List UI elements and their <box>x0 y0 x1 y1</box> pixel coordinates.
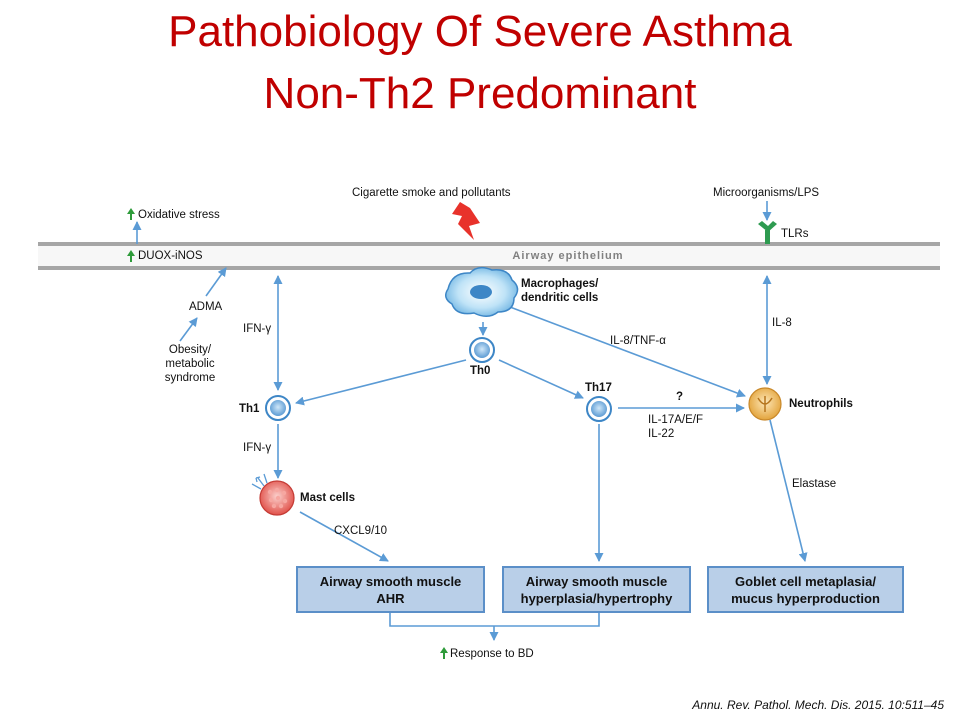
mast-cell-icon <box>251 473 295 516</box>
th17-label: Th17 <box>585 382 612 394</box>
elastase-label: Elastase <box>792 478 837 490</box>
outcome-box-hyperplasia: Airway smooth muscle hyperplasia/hypertr… <box>502 566 691 613</box>
question-mark-label: ? <box>676 391 684 403</box>
outcome-box-goblet: Goblet cell metaplasia/ mucus hyperprodu… <box>707 566 904 613</box>
outcome-goblet-line1: Goblet cell metaplasia/ <box>735 573 876 589</box>
obesity-line2: metabolic <box>165 358 215 370</box>
response-to-bd-label: Response to BD <box>450 648 534 660</box>
mast-cells-label: Mast cells <box>300 492 355 504</box>
il8-tnf-label: IL-8/TNF-α <box>610 335 666 347</box>
il17-label: IL-17A/E/F <box>648 414 703 426</box>
macrophages-line1: Macrophages/ <box>521 278 599 290</box>
duox-inos-label: DUOX-iNOS <box>138 250 203 262</box>
outcome-hyperplasia-line1: Airway smooth muscle <box>525 573 668 589</box>
outcome-box-ahr: Airway smooth muscle AHR <box>296 566 485 613</box>
cxcl-label: CXCL9/10 <box>334 525 388 537</box>
th1-cell-icon <box>265 395 291 421</box>
neutrophils-label: Neutrophils <box>789 398 853 410</box>
arrow-mast-asm <box>299 511 389 562</box>
obesity-line3: syndrome <box>164 372 216 384</box>
arrow-obesity-adma <box>179 317 198 342</box>
th0-label: Th0 <box>470 365 491 377</box>
epithelium-label: Airway epithelium <box>512 250 623 262</box>
obesity-line1: Obesity/ <box>168 344 212 356</box>
adma-label: ADMA <box>189 301 223 313</box>
ifn-gamma-bottom-label: IFN-γ <box>243 442 272 454</box>
th0-cell-icon <box>469 337 495 363</box>
th17-cell-icon <box>586 396 612 422</box>
up-arrow-icons <box>127 208 448 659</box>
neutrophil-cell-icon <box>748 387 782 421</box>
outcome-hyperplasia-line2: hyperplasia/hypertrophy <box>520 590 673 606</box>
up-arrow-icon-response <box>440 647 448 659</box>
tlr-receptor-icon <box>758 221 777 244</box>
outcome-goblet-line2: mucus hyperproduction <box>731 590 880 606</box>
up-arrow-icon-duox <box>127 250 135 262</box>
ifn-gamma-top-label: IFN-γ <box>243 323 272 335</box>
lightning-bolt-icon <box>452 202 480 240</box>
airway-epithelium-band <box>38 242 940 270</box>
oxidative-stress-label: Oxidative stress <box>138 209 220 221</box>
outcome-ahr-line2: AHR <box>376 590 405 606</box>
slide-title-line2: Non-Th2 Predominant <box>263 69 697 118</box>
outcome-ahr-line1: Airway smooth muscle <box>319 573 462 589</box>
arrow-th0-th17 <box>498 359 584 399</box>
arrow-neutrophils-goblet <box>769 419 808 562</box>
citation: Annu. Rev. Pathol. Mech. Dis. 2015. 10:5… <box>692 698 944 712</box>
arrow-th0-th1 <box>295 359 467 406</box>
slide-title-line1: Pathobiology Of Severe Asthma <box>168 7 792 56</box>
th1-label: Th1 <box>239 403 260 415</box>
obesity-label: Obesity/ metabolic syndrome <box>150 343 230 385</box>
bracket-response <box>389 612 600 627</box>
arrow-adma-epithelium <box>205 267 227 297</box>
input-smoke-label: Cigarette smoke and pollutants <box>352 187 511 199</box>
macrophages-line2: dendritic cells <box>521 292 599 304</box>
macrophage-cell-icon <box>445 266 519 317</box>
tlrs-label: TLRs <box>781 228 809 240</box>
arrow-macrophages-neutrophils <box>509 306 746 398</box>
macrophages-label: Macrophages/ dendritic cells <box>521 277 598 305</box>
up-arrow-icon-oxidative <box>127 208 135 220</box>
il8-label: IL-8 <box>772 317 792 329</box>
il22-label: IL-22 <box>648 428 675 440</box>
input-microbes-label: Microorganisms/LPS <box>713 187 820 199</box>
